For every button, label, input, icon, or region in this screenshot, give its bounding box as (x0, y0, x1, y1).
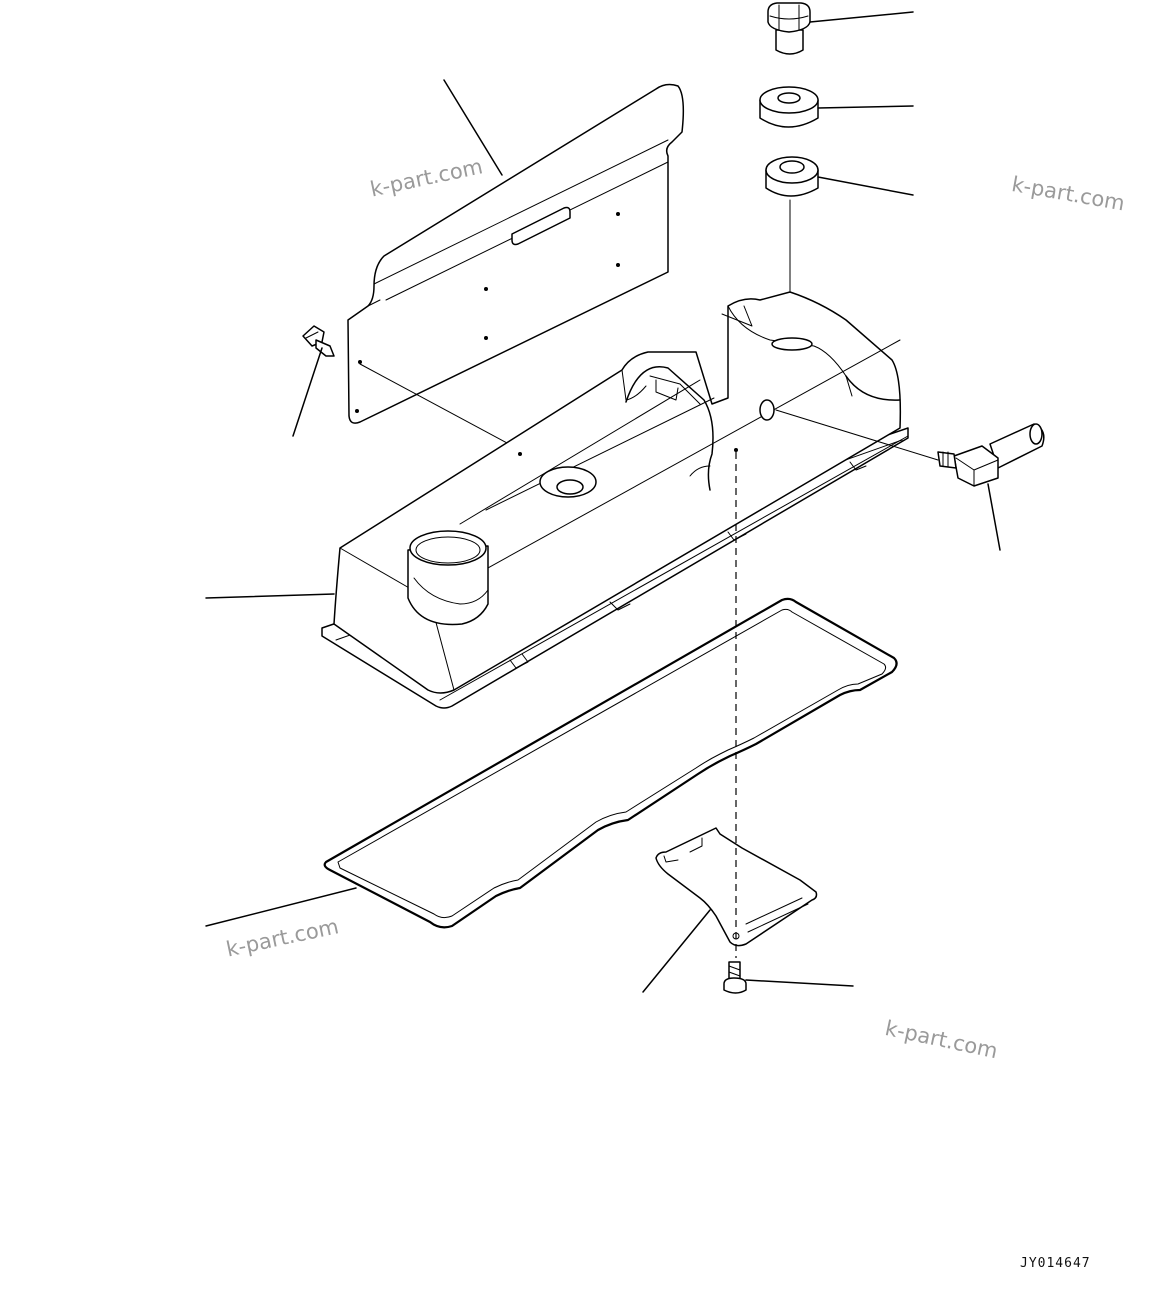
lower-grommet (765, 156, 819, 197)
leader-heat-shield (443, 79, 503, 176)
axis-clip-bolt (359, 363, 521, 451)
heat-shield-plate (347, 83, 685, 424)
leader-clip-bolt (292, 347, 323, 437)
head-cover (321, 291, 909, 709)
bracket-bolt (723, 961, 747, 994)
leader-gasket (205, 887, 357, 927)
leader-head-cover (205, 593, 335, 599)
leader-lower-grommet (817, 176, 914, 196)
leader-cap-bolt (809, 11, 914, 23)
clip-bolt (302, 325, 335, 357)
cap-bolt (767, 2, 811, 55)
leader-elbow-fitting (987, 483, 1001, 551)
axis-elbow-fitting (775, 409, 939, 461)
drawing-code: JY014647 (1020, 1256, 1091, 1271)
upper-grommet (759, 86, 819, 128)
gasket (323, 597, 898, 929)
leader-bracket-bolt (745, 979, 854, 987)
leader-bracket (642, 909, 711, 993)
leader-upper-grommet (817, 105, 914, 109)
elbow-fitting (937, 423, 1045, 487)
